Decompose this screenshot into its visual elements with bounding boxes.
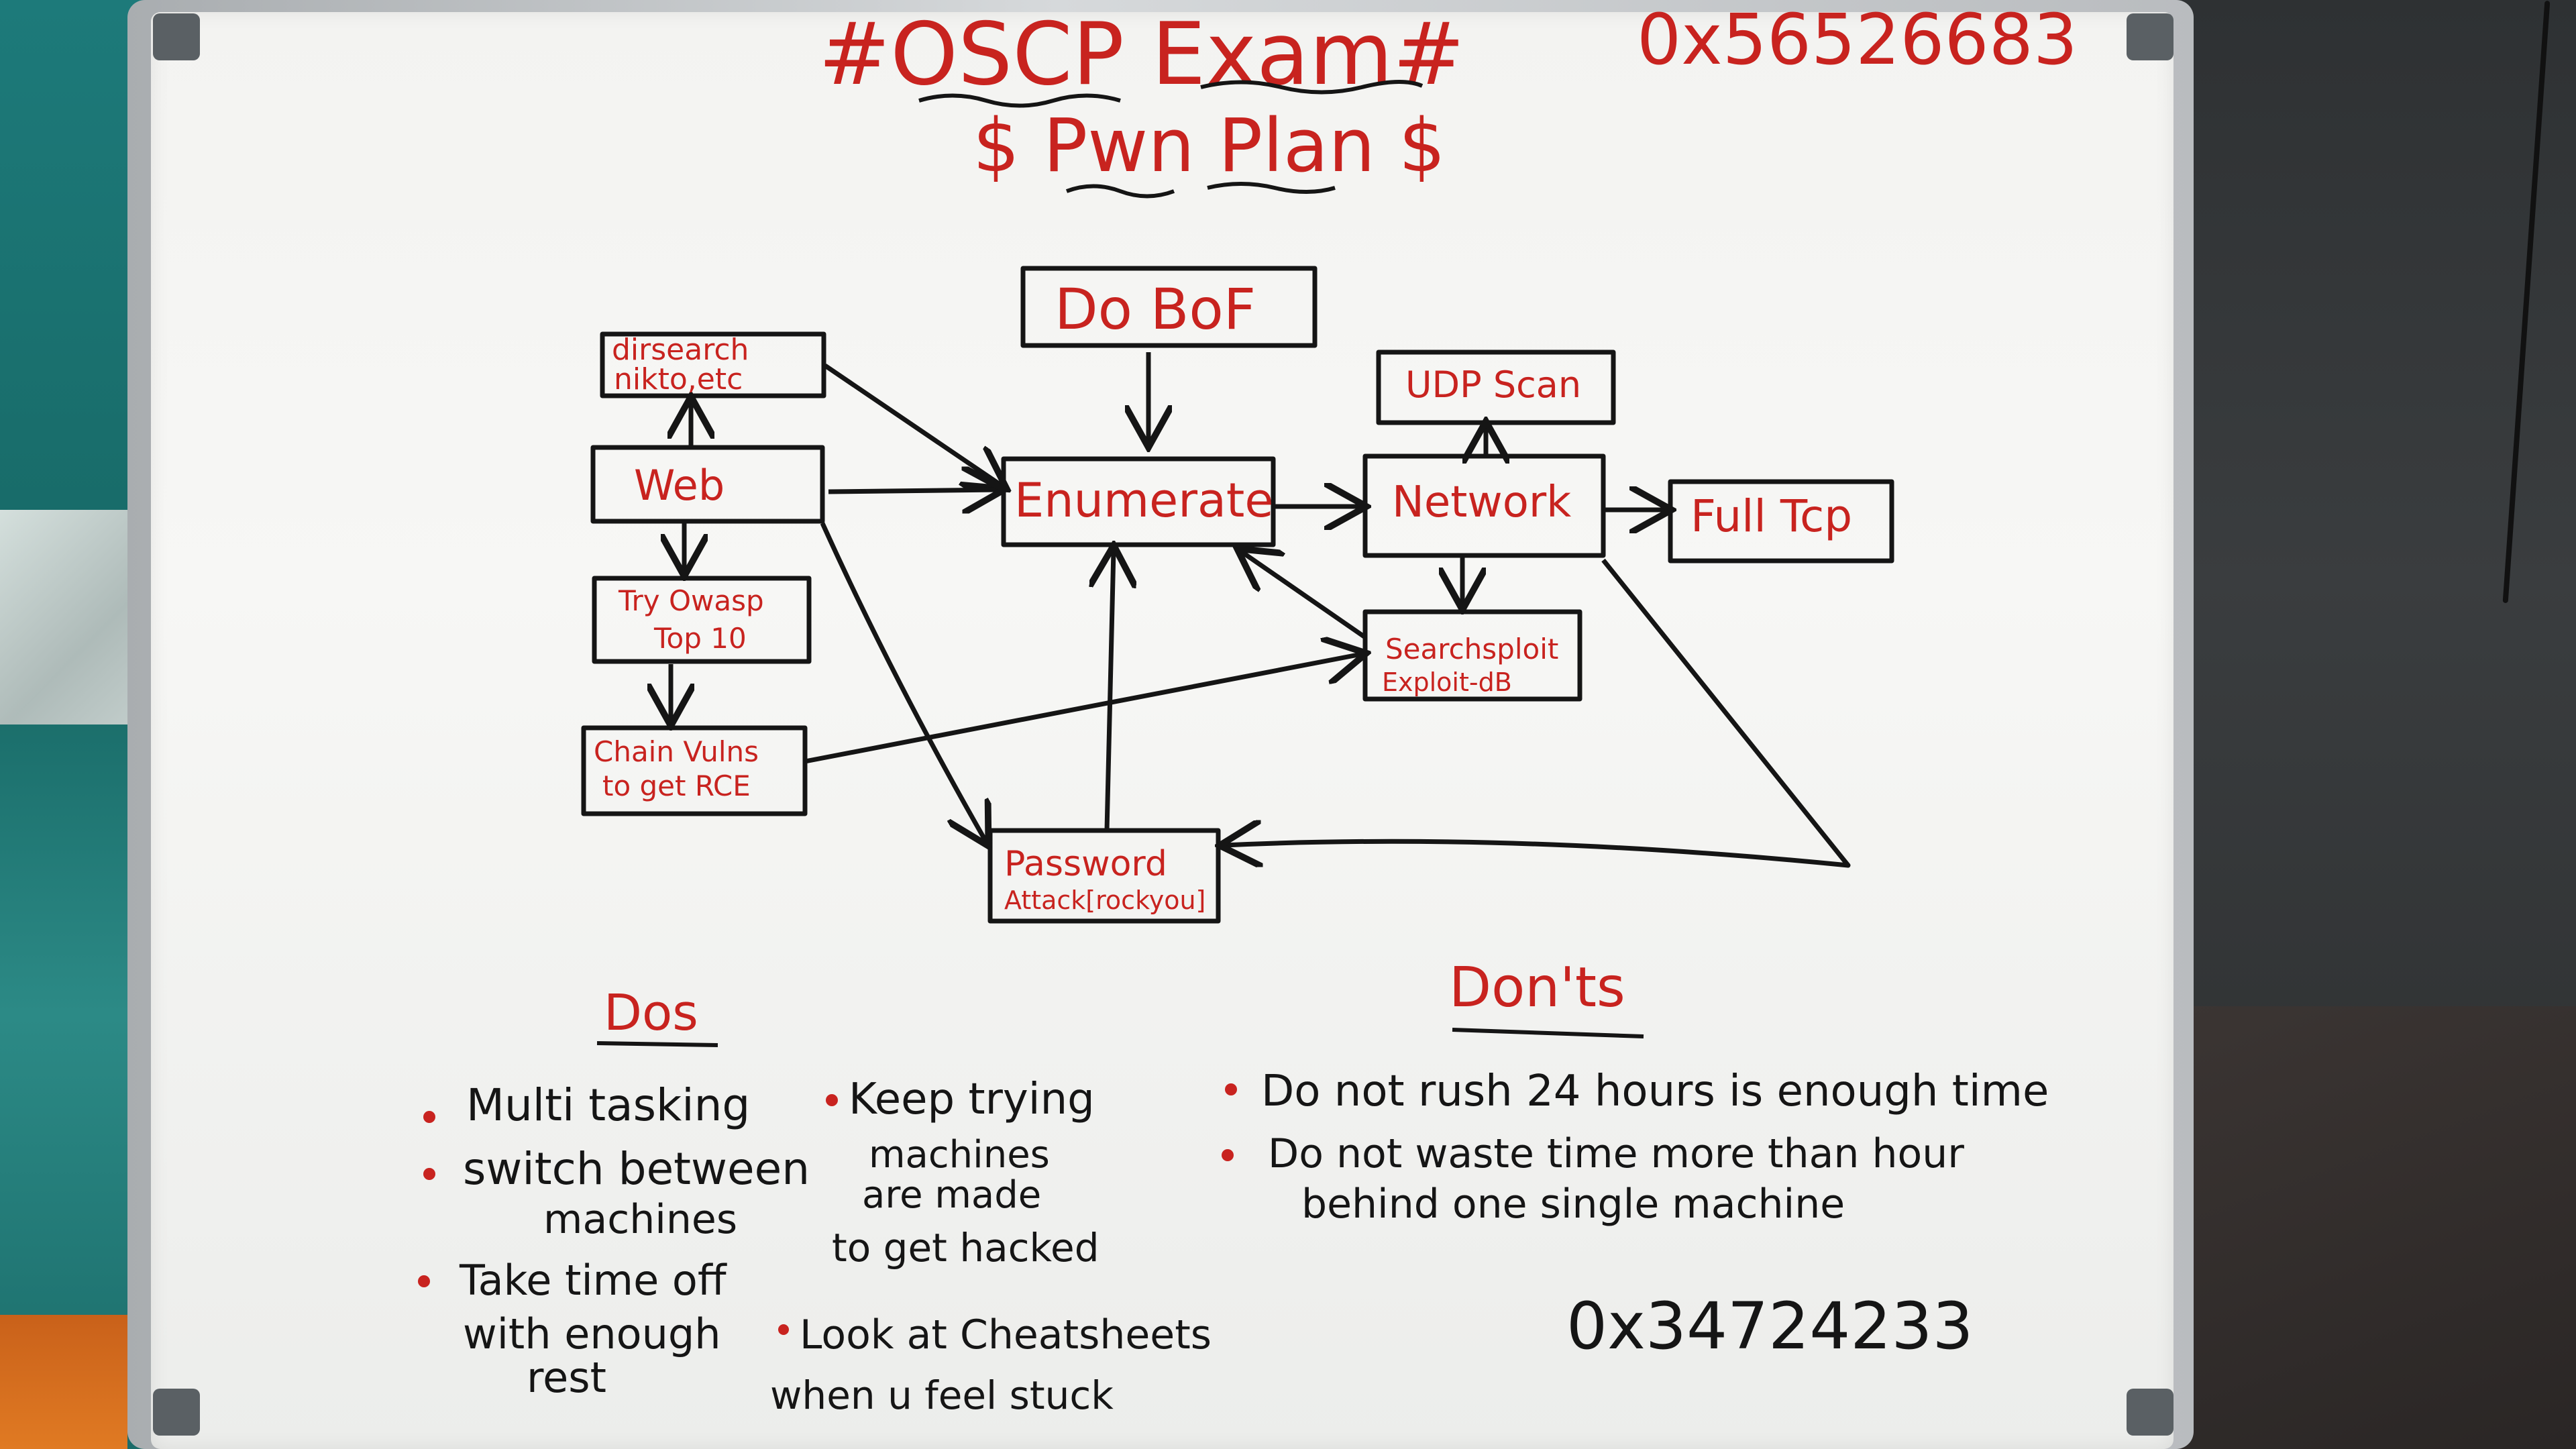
title-underline	[918, 93, 1121, 108]
plan-underline	[1207, 182, 1336, 194]
arrow-network-loop-to-password	[1224, 558, 1851, 865]
dos-switch-line2: machines	[543, 1196, 737, 1243]
dos-heading: Dos	[604, 984, 698, 1042]
label-udp-scan: UDP Scan	[1405, 364, 1581, 406]
dos-cheatsheets-line1: Look at Cheatsheets	[800, 1311, 1212, 1358]
pwn-underline	[1065, 184, 1175, 199]
label-owasp-line1: Try Owasp	[618, 584, 764, 617]
desk-surface	[2174, 1006, 2576, 1449]
frame-corner-top-right	[2127, 13, 2174, 60]
label-dirsearch-line1: dirsearch	[612, 333, 749, 367]
dos-bullet-3	[418, 1275, 430, 1287]
arrow-searchsploit-to-enumerate	[1241, 551, 1366, 639]
arrow-web-to-password	[820, 522, 986, 842]
dos-cheatsheets-line2: when u feel stuck	[770, 1373, 1114, 1418]
label-full-tcp: Full Tcp	[1690, 490, 1852, 542]
label-password-line2: Attack[rockyou]	[1004, 885, 1205, 915]
dos-bullet-4	[826, 1094, 838, 1106]
box-web	[590, 445, 825, 524]
dos-keep-trying-line3: are made	[862, 1173, 1041, 1217]
dos-switch-line1: switch between	[463, 1143, 810, 1195]
hex-bottom: 0x34724233	[1566, 1289, 1974, 1364]
exam-underline	[1200, 80, 1424, 95]
label-dirsearch-line2: nikto,etc	[614, 362, 743, 396]
dos-bullet-2	[423, 1168, 435, 1180]
dos-keep-trying-line1: Keep trying	[849, 1075, 1095, 1124]
arrow-password-to-enumerate	[1107, 550, 1114, 831]
hex-top: 0x56526683	[1637, 0, 2078, 80]
frame-corner-bottom-left	[153, 1389, 200, 1436]
dos-keep-trying-line2: machines	[869, 1133, 1050, 1177]
arrow-chain-to-searchsploit	[804, 654, 1362, 764]
dos-underline	[596, 1041, 718, 1047]
whiteboard-surface	[151, 12, 2174, 1449]
label-searchsploit-line1: Searchsploit	[1385, 633, 1558, 665]
label-enumerate: Enumerate	[1014, 473, 1273, 528]
donts-underline	[1452, 1028, 1644, 1038]
donts-bullet-2	[1222, 1149, 1234, 1161]
orange-object	[0, 1315, 127, 1449]
arrow-dirsearch-to-enumerate	[824, 364, 1003, 486]
dos-bullet-5	[778, 1324, 789, 1335]
label-network: Network	[1392, 478, 1571, 527]
box-do-bof	[1020, 266, 1318, 348]
donts-bullet-1	[1225, 1083, 1237, 1095]
label-password-line1: Password	[1004, 844, 1167, 884]
label-chain-line1: Chain Vulns	[594, 735, 759, 768]
dos-take-time-line2: with enough	[463, 1309, 721, 1358]
label-web: Web	[634, 461, 724, 510]
box-chain-vulns	[581, 725, 808, 816]
arrow-web-to-enumerate	[828, 490, 1000, 492]
label-owasp-line2: Top 10	[653, 622, 747, 655]
box-password-attack	[987, 828, 1221, 924]
dos-take-time-line3: rest	[527, 1353, 606, 1402]
donts-no-waste-line1: Do not waste time more than hour	[1268, 1130, 1964, 1177]
donts-no-rush: Do not rush 24 hours is enough time	[1261, 1067, 2049, 1116]
label-do-bof: Do BoF	[1055, 276, 1256, 342]
label-searchsploit-line2: Exploit-dB	[1382, 667, 1512, 697]
frame-corner-top-left	[153, 13, 200, 60]
board-subtitle: $ Pwn Plan $	[973, 103, 1446, 189]
dos-bullet-1	[423, 1111, 435, 1123]
dos-multitasking: Multi tasking	[466, 1079, 750, 1131]
frame-corner-bottom-right	[2127, 1389, 2174, 1436]
board-title: #OSCP Exam#	[818, 5, 1465, 105]
donts-no-waste-line2: behind one single machine	[1301, 1181, 1845, 1228]
dos-keep-trying-line4: to get hacked	[832, 1225, 1099, 1271]
label-chain-line2: to get RCE	[602, 769, 751, 802]
donts-heading: Don'ts	[1449, 956, 1625, 1020]
dos-take-time-line1: Take time off	[459, 1256, 727, 1305]
